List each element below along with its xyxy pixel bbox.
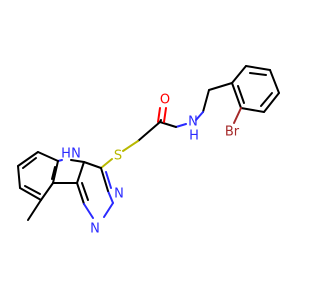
atom-bromine: Br <box>225 125 240 140</box>
amide-bond-c <box>159 121 177 128</box>
ch2-bond <box>202 89 210 113</box>
carbonyl-bond-1 <box>157 107 161 123</box>
methyl-bond <box>27 199 42 221</box>
pyrrole-ring <box>52 159 85 184</box>
bromophenyl-ring <box>231 65 280 113</box>
amide-bond <box>175 123 187 128</box>
alpha-ch2-bond <box>137 121 161 142</box>
pyrimidine-ring <box>76 161 114 219</box>
molecule-diagram: O N H Br S N H N N <box>17 65 280 237</box>
indole-benzene-ring <box>17 151 59 201</box>
atom-sulfur: S <box>114 149 122 164</box>
atom-amide-h: H <box>189 129 199 144</box>
atom-pyrimidine-n2: N <box>90 222 100 237</box>
s-c4-bond <box>100 158 113 169</box>
carbonyl-bond-2 <box>163 107 167 123</box>
atom-amide-n: N <box>188 115 198 130</box>
atom-indole-h: H <box>61 147 71 162</box>
n-ch2-bond <box>195 111 204 121</box>
ch2-s-bond <box>122 140 139 152</box>
c-br-bond <box>233 107 242 124</box>
structure-svg: O N H Br S N H N N <box>17 65 280 237</box>
atom-indole-n: N <box>71 147 81 162</box>
atom-pyrimidine-n1: N <box>114 187 124 202</box>
atom-oxygen: O <box>160 93 170 108</box>
benzyl-bond <box>208 82 233 91</box>
